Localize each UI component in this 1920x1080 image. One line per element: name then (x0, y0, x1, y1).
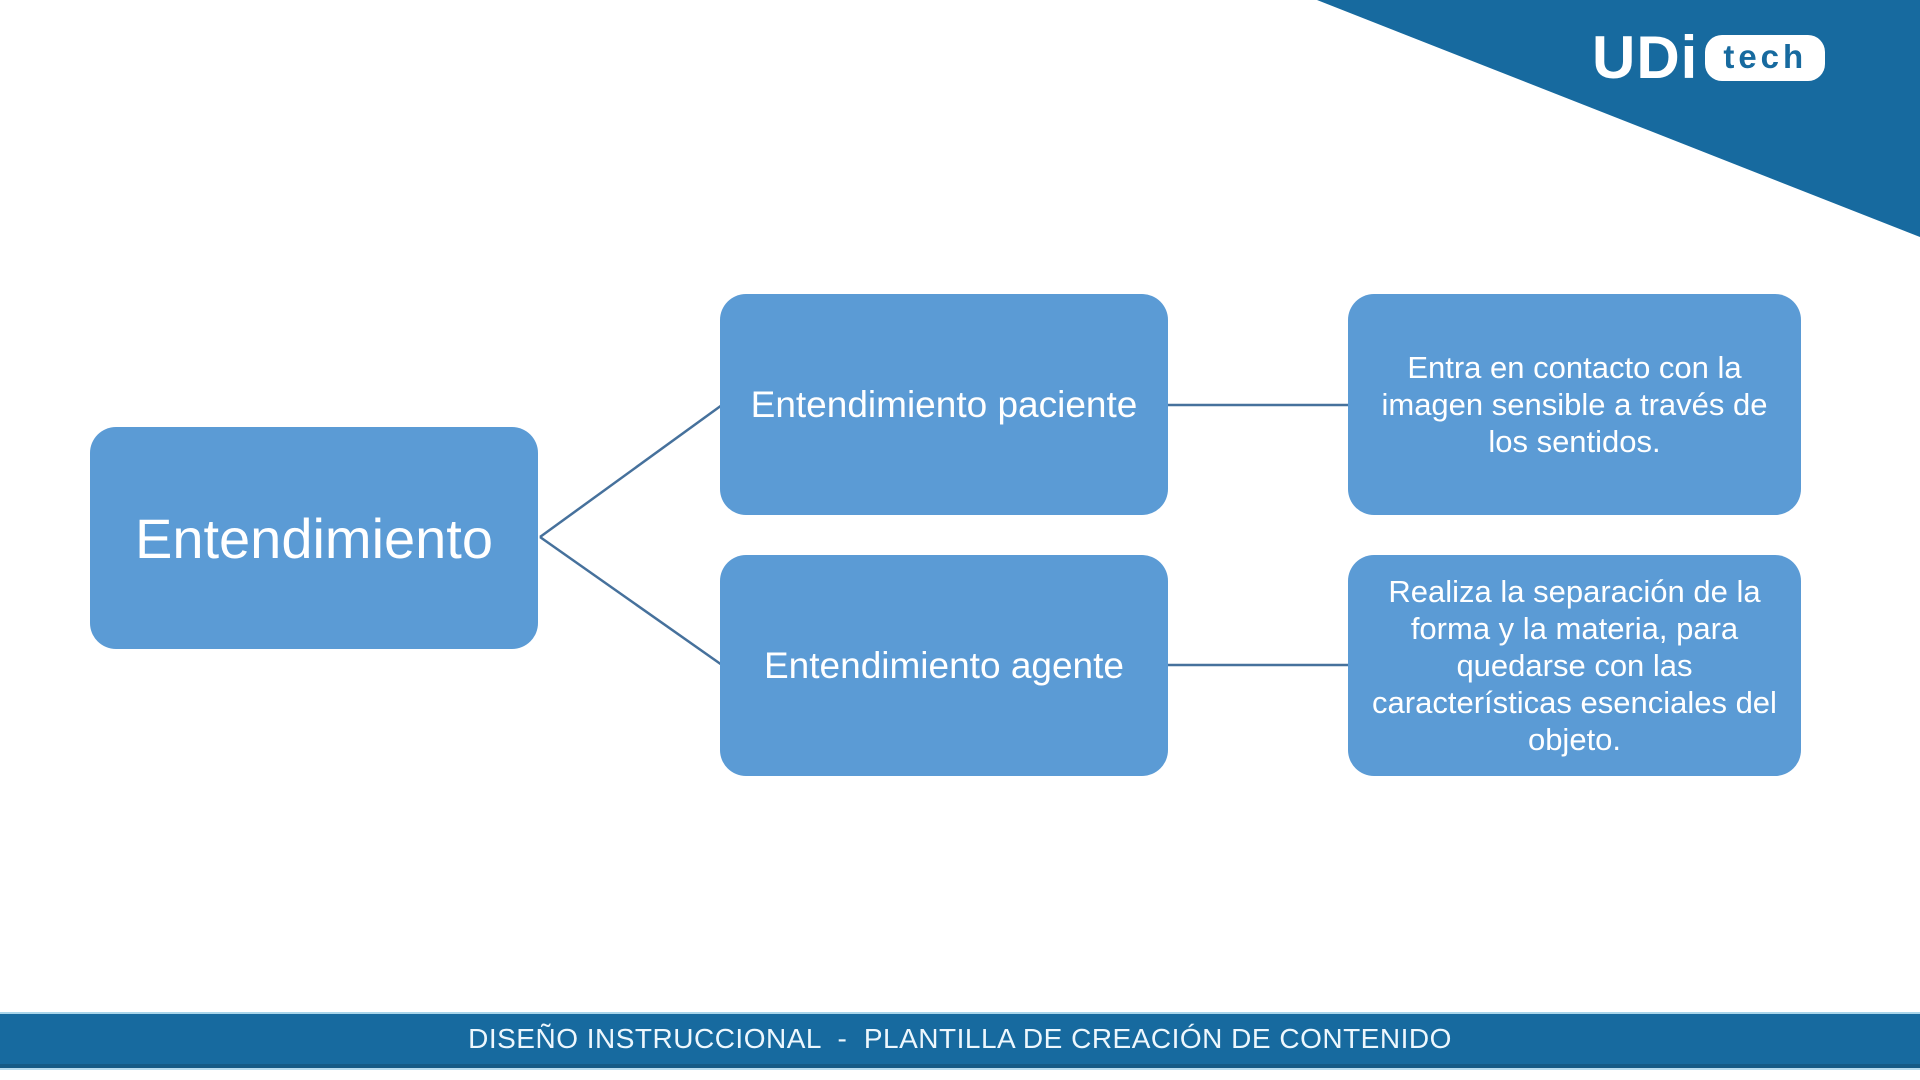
desc-2-text: Realiza la separación de la forma y la m… (1372, 573, 1777, 758)
branch-1-label: Entendimiento paciente (750, 383, 1138, 425)
brand-badge: tech (1705, 35, 1826, 81)
node-root-label: Entendimiento (134, 506, 493, 570)
footer-title: DISEÑO INSTRUCCIONAL - PLANTILLA DE CREA… (468, 1023, 1452, 1054)
diagram-node-root: Entendimiento (90, 427, 538, 649)
diagram-node-branch-1: Entendimiento paciente (720, 294, 1168, 515)
branch-2-label: Entendimiento agente (764, 644, 1124, 686)
brand-badge-label: tech (1723, 38, 1808, 75)
brand-logo: UDi tech (1592, 24, 1826, 91)
diagram-desc-1: Entra en contacto con la imagen sensible… (1348, 294, 1801, 515)
connector-root-to-branch2 (539, 535, 723, 667)
desc-1-text: Entra en contacto con la imagen sensible… (1381, 349, 1768, 460)
brand-name: UDi (1592, 24, 1699, 91)
diagram-desc-2: Realiza la separación de la forma y la m… (1348, 555, 1801, 776)
footer-bar: DISEÑO INSTRUCCIONAL - PLANTILLA DE CREA… (0, 1012, 1920, 1068)
diagram-node-branch-2: Entendimiento agente (720, 555, 1168, 776)
connector-root-to-branch1 (539, 403, 723, 539)
